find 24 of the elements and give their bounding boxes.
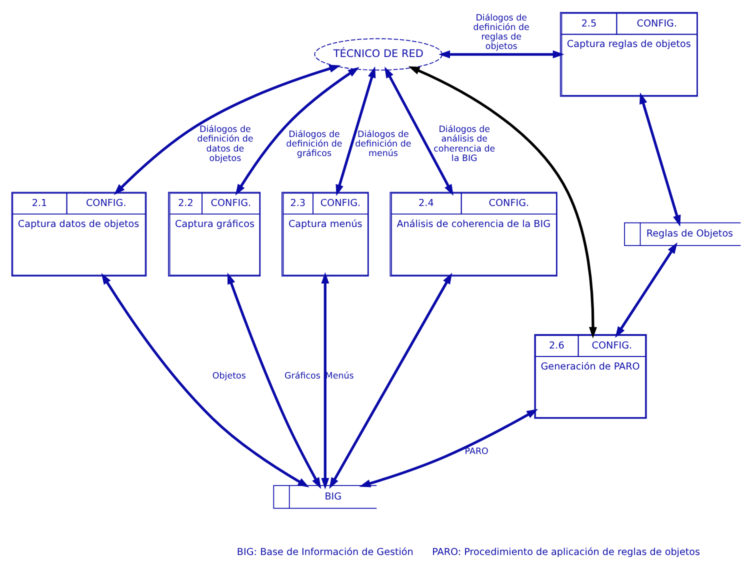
label: PARO: Procedimiento de aplicación de reglas de objetos — [432, 546, 700, 558]
edge-label: Objetos — [212, 371, 246, 382]
node-ellipse: TÉCNICO DE RED — [314, 38, 443, 70]
edge-label: Diálogos de definición de reglas de objetos — [473, 12, 530, 52]
arrow — [329, 272, 452, 488]
arrow — [408, 66, 597, 338]
arrow — [384, 66, 454, 196]
edge-label: Gráficos — [284, 371, 320, 382]
arrow — [615, 242, 678, 338]
arrow — [235, 66, 360, 196]
label: BIG: Base de Información de Gestión — [236, 546, 414, 558]
arrow — [438, 50, 564, 58]
edge-label: PARO — [464, 446, 488, 457]
arrow — [227, 272, 322, 488]
arrow — [336, 66, 376, 196]
edge-label: Diálogos de definición de gráficos — [286, 129, 342, 159]
arrow — [114, 64, 341, 195]
edge-label: Diálogos de definición de menús — [355, 129, 412, 159]
arrow — [321, 272, 330, 489]
arrow — [359, 408, 538, 487]
arrow — [101, 272, 310, 487]
edge-label: Diálogos de definición de datos de objetos — [197, 124, 254, 164]
arrow — [640, 92, 681, 226]
edge-label: Diálogos de análisis de coherencia de la BIG — [434, 124, 496, 164]
